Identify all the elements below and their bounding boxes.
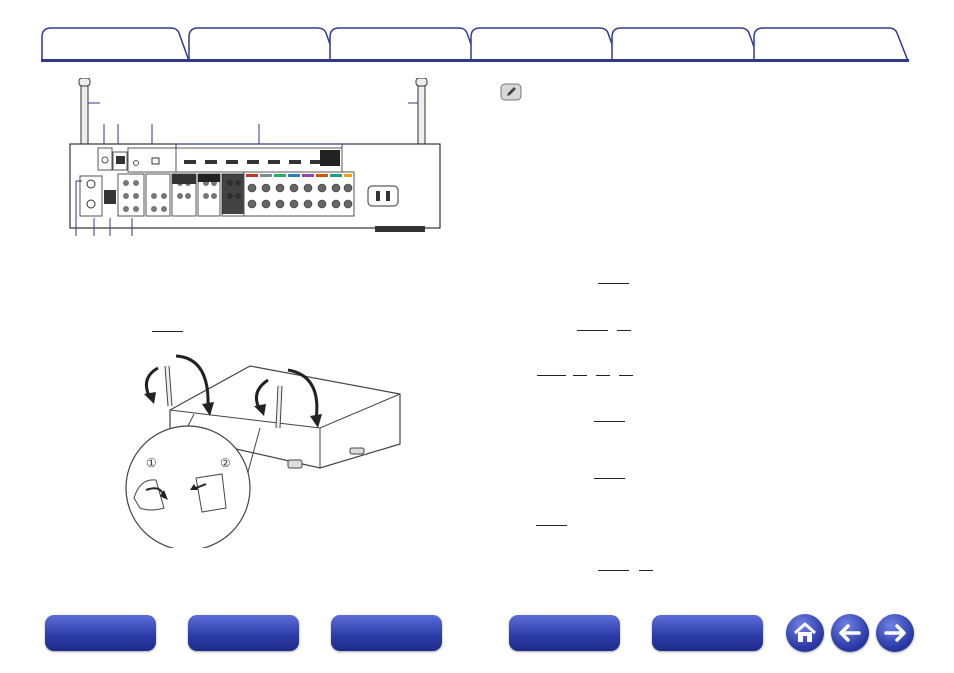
arrow-right-icon[interactable] (876, 614, 914, 652)
link-stub[interactable] (537, 375, 566, 376)
tab-3[interactable] (329, 27, 479, 62)
link-stub[interactable] (617, 330, 631, 331)
link-stub[interactable] (596, 375, 610, 376)
tab-5[interactable] (611, 27, 761, 62)
arrow-left-icon[interactable] (831, 614, 869, 652)
nav-button-5[interactable] (652, 615, 763, 651)
nav-button-1[interactable] (45, 615, 156, 651)
tab-1[interactable] (41, 27, 191, 62)
step-2-label: ② (220, 456, 231, 470)
header-rule (41, 59, 909, 62)
home-icon[interactable] (786, 614, 824, 652)
tab-4[interactable] (470, 27, 620, 62)
link-stub[interactable] (536, 525, 567, 526)
link-stub[interactable] (152, 331, 183, 332)
rear-panel-figure (60, 77, 450, 246)
link-stub[interactable] (598, 570, 629, 571)
tab-2[interactable] (188, 27, 338, 62)
link-stub[interactable] (619, 375, 633, 376)
antenna-installation-figure: ① ② (110, 348, 420, 551)
pencil-icon (500, 83, 522, 101)
nav-button-3[interactable] (331, 615, 442, 651)
link-stub[interactable] (598, 283, 629, 284)
link-stub[interactable] (573, 375, 587, 376)
nav-button-4[interactable] (509, 615, 620, 651)
link-stub[interactable] (594, 478, 625, 479)
step-1-label: ① (146, 456, 157, 470)
tab-6[interactable] (753, 27, 909, 62)
tab-bar (41, 27, 909, 63)
link-stub[interactable] (594, 421, 625, 422)
nav-button-2[interactable] (188, 615, 299, 651)
link-stub[interactable] (577, 330, 608, 331)
link-stub[interactable] (639, 570, 653, 571)
